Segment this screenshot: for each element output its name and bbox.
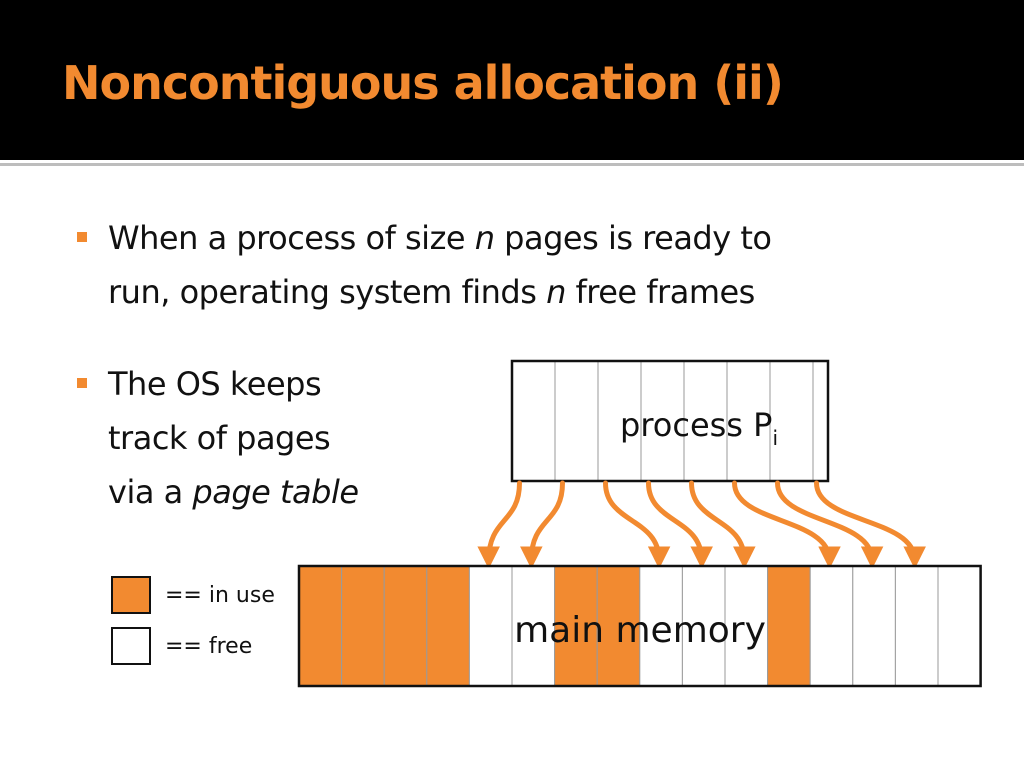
mapping-arrow-2 [520,480,565,569]
mapping-arrow-3 [603,480,671,569]
legend-in-use-swatch [111,576,151,614]
legend-free-swatch [111,627,151,665]
process-label-subscript: i [772,426,778,450]
bullet-1-line-2: run, operating system finds n free frame… [108,265,755,319]
bullet-2-text-a: via a [108,473,193,511]
process-page-1 [511,360,556,482]
bullet-1-text-c: run, operating system finds [108,273,547,311]
process-label: process Pi [620,406,778,450]
memory-frame-6 [511,565,556,687]
bullet-1-line-1: When a process of size n pages is ready … [108,211,772,265]
mapping-arrow-8 [814,480,926,569]
process-outline [510,359,830,483]
memory-frame-2 [341,565,385,687]
memory-frame-5 [468,565,513,687]
bullet-2-page-table: page table [192,473,359,511]
bullet-2-line-1: The OS keeps [108,365,322,403]
bullet-2-line-3: via a page table [108,465,359,519]
bullet-marker-2 [77,378,87,388]
process-block [510,359,830,483]
title-divider [0,163,1024,166]
mapping-arrow-1 [477,480,522,569]
process-page-3 [597,360,642,482]
mapping-arrows [477,480,926,569]
mapping-arrow-4 [646,480,713,569]
bullet-1-var-n-2: n [546,273,566,311]
memory-frame-3 [383,565,428,687]
bullet-1-text-d: free frames [565,273,756,311]
bullet-marker-1 [77,232,87,242]
memory-frame-1 [298,565,343,687]
memory-outline [297,564,982,688]
bullet-1-text-a: When a process of size [108,219,475,257]
memory-frame-11 [724,565,769,687]
bullet-2-line-2: track of pages [108,419,331,457]
main-memory-block [297,564,982,688]
bullet-1-var-n: n [474,219,495,257]
memory-frame-14 [852,565,896,687]
memory-frame-9 [639,565,683,687]
title-bar [0,0,1024,160]
process-label-text: process P [620,406,772,444]
bullet-1-text-b: pages is ready to [494,219,772,257]
mapping-arrow-5 [689,480,756,569]
slide-title: Noncontiguous allocation (ii) [62,56,784,110]
memory-frame-4 [426,565,470,687]
memory-frame-12 [767,565,811,687]
memory-frame-15 [894,565,939,687]
memory-frame-13 [809,565,854,687]
process-page-4 [640,360,685,482]
mapping-arrow-6 [732,480,841,569]
process-page-7 [769,360,814,482]
legend-free-label: == free [165,634,253,659]
legend-in-use-label: == in use [165,583,275,608]
process-page-partial [812,360,829,482]
process-page-2 [554,360,599,482]
memory-frame-16 [937,565,982,687]
mapping-arrow-7 [775,480,884,569]
main-memory-label: main memory [514,610,766,651]
